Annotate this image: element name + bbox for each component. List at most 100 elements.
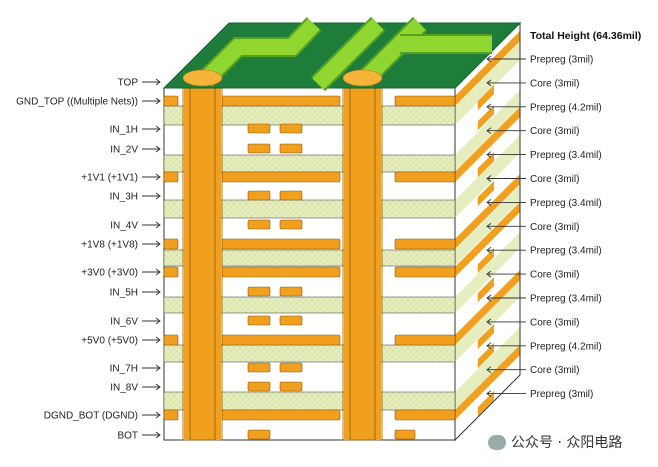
layer-label: +3V0 (+3V0) (81, 268, 138, 279)
layer-label: IN_4V (110, 221, 138, 232)
copper-trace (221, 266, 341, 278)
top-trace (312, 18, 384, 90)
copper-trace (279, 362, 303, 373)
dielectric-label: Core (3mil) (530, 317, 579, 328)
layer-label: TOP (118, 78, 139, 89)
arrow-icon (142, 97, 161, 105)
right-copper (455, 345, 520, 420)
copper-trace (279, 219, 303, 230)
copper-trace (163, 95, 179, 107)
arrow-icon (142, 125, 161, 133)
arrow-icon (486, 246, 526, 254)
arrow-icon (142, 78, 161, 86)
total-height-label: Total Height (64.36mil) (530, 30, 641, 42)
layer-label: IN_1H (110, 125, 138, 136)
right-copper (455, 270, 520, 345)
arrow-icon (142, 221, 161, 229)
top-trace (199, 18, 320, 86)
layer-label: IN_3H (110, 192, 138, 203)
layer-label: +5V0 (+5V0) (81, 336, 138, 347)
right-copper (455, 202, 520, 277)
via-barrel (349, 75, 376, 441)
layer-label: GND_TOP ((Multiple Nets)) (16, 97, 138, 108)
layer-label: IN_8V (110, 383, 138, 394)
arrow-icon (142, 431, 161, 439)
right-prepreg (455, 327, 520, 410)
arrow-icon (486, 127, 526, 135)
right-prepreg (455, 232, 520, 313)
dielectric-label: Prepreg (3mil) (530, 55, 593, 66)
copper-trace (163, 266, 179, 278)
dielectric-label: Prepreg (3.4mil) (530, 246, 602, 257)
wechat-icon (488, 434, 506, 450)
copper-trace (221, 95, 341, 107)
arrow-icon (486, 151, 526, 158)
copper-trace (247, 143, 271, 154)
via-wall (184, 84, 190, 440)
copper-trace (247, 190, 271, 201)
via-top-pad (342, 69, 383, 87)
via-top-pad (182, 69, 223, 87)
right-copper (455, 31, 520, 106)
copper-trace (394, 171, 456, 183)
arrow-icon (486, 366, 526, 374)
right-copper (477, 343, 494, 369)
layer-label: +1V1 (+1V1) (81, 173, 138, 184)
arrow-icon (486, 79, 526, 87)
right-copper (455, 107, 520, 182)
copper-trace (163, 334, 179, 346)
copper-trace (279, 123, 303, 134)
dielectric-label: Core (3mil) (530, 126, 579, 137)
copper-trace (394, 266, 456, 278)
right-copper (477, 85, 494, 111)
copper-trace (247, 362, 271, 373)
dielectric-label: Prepreg (4.2mil) (530, 341, 602, 352)
via-wall (215, 84, 221, 440)
watermark-text: 公众号 · 众阳电路 (511, 435, 623, 451)
copper-trace (221, 409, 341, 421)
arrow-icon (142, 336, 161, 344)
copper-trace (279, 286, 303, 297)
right-copper (477, 152, 494, 178)
arrow-icon (486, 270, 526, 278)
right-copper (477, 248, 494, 274)
layer-label: DGND_BOT (DGND) (44, 411, 138, 422)
layer-label: BOT (117, 431, 138, 442)
copper-trace (163, 238, 179, 250)
via-wall (375, 84, 381, 440)
right-copper (477, 391, 494, 417)
right-copper (477, 181, 494, 207)
arrow-icon (142, 317, 161, 325)
arrow-icon (142, 173, 161, 181)
right-face (455, 23, 520, 440)
copper-trace (163, 409, 179, 421)
dielectric-label: Prepreg (4.2mil) (530, 102, 602, 113)
copper-trace (279, 143, 303, 154)
copper-trace (247, 429, 271, 440)
copper-trace (279, 381, 303, 392)
arrow-icon (486, 222, 526, 230)
arrow-icon (142, 145, 161, 153)
arrow-icon (486, 199, 526, 206)
watermark: 公众号 · 众阳电路 (488, 432, 622, 452)
copper-trace (279, 315, 303, 326)
layer-label: IN_2V (110, 145, 138, 156)
dielectric-label: Prepreg (3mil) (530, 389, 593, 400)
arrow-icon (142, 268, 161, 276)
dielectric-label: Prepreg (3.4mil) (530, 198, 602, 209)
copper-trace (279, 190, 303, 201)
copper-trace (394, 95, 456, 107)
copper-trace (394, 409, 456, 421)
copper-trace (247, 315, 271, 326)
dielectric-label: Core (3mil) (530, 365, 579, 376)
dielectric-label: Core (3mil) (530, 222, 579, 233)
arrow-icon (142, 383, 161, 391)
via-barrel (189, 75, 216, 441)
right-prepreg (455, 135, 520, 218)
arrow-icon (486, 55, 526, 63)
copper-trace (221, 171, 341, 183)
copper-trace (394, 334, 456, 346)
arrow-icon (486, 175, 526, 182)
